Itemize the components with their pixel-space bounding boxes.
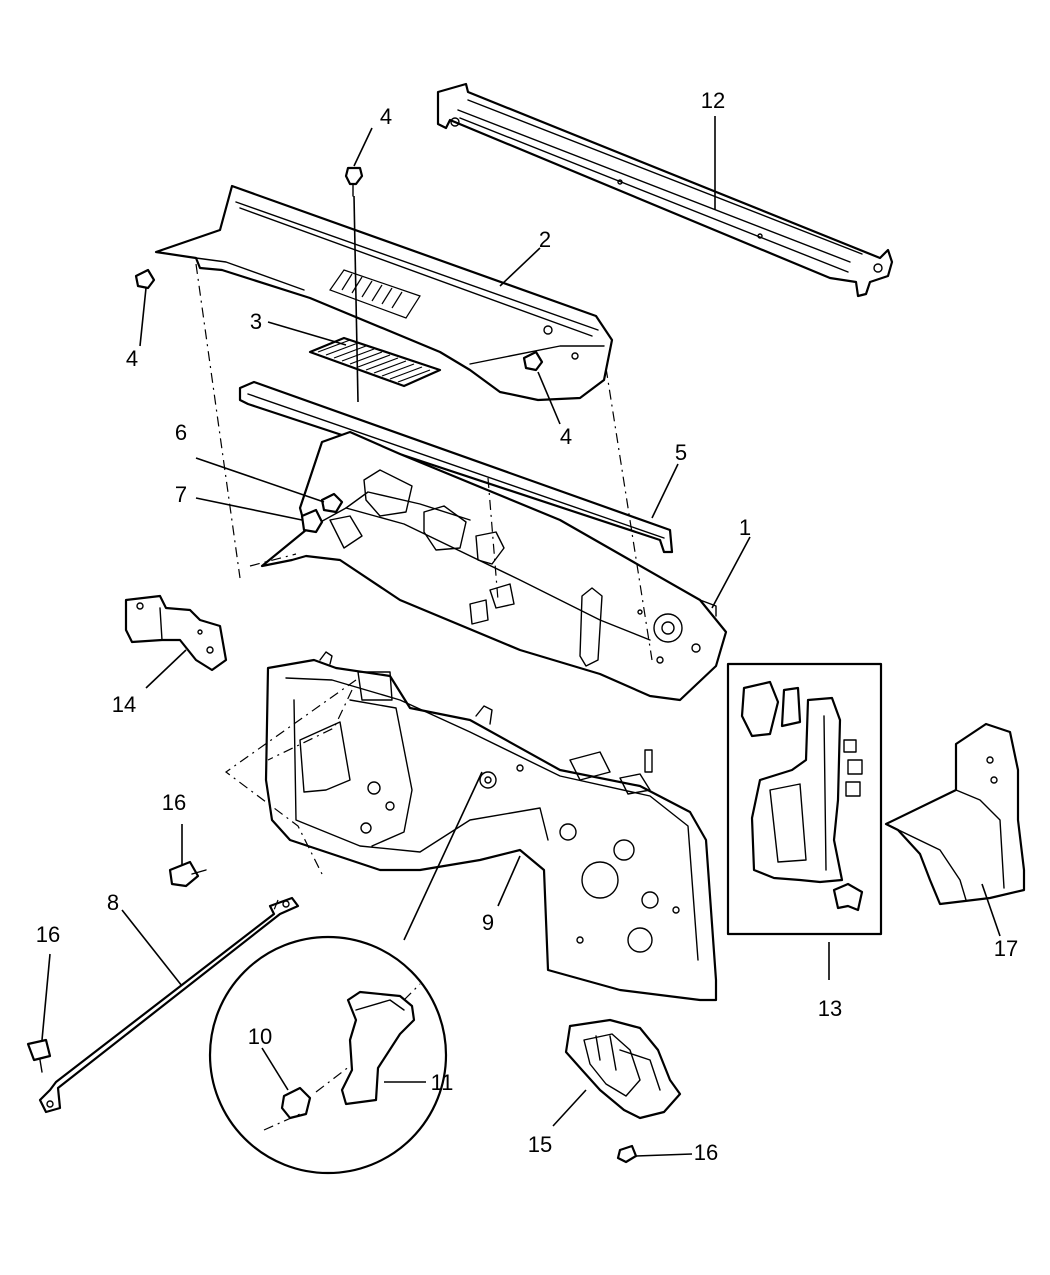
- callout-10: 10: [248, 1024, 272, 1049]
- callout-15: 15: [528, 1132, 552, 1157]
- part-10-nut: [280, 1086, 312, 1120]
- callout-12: 12: [701, 88, 725, 113]
- callout-labels: 1 2 3 4 4 4 5 6 7 8 9 10 11 12 13 14 15 …: [36, 88, 1018, 1165]
- callout-13: 13: [818, 996, 842, 1021]
- callout-14: 14: [112, 692, 136, 717]
- callout-4-right: 4: [560, 424, 572, 449]
- part-11-duct: [340, 990, 416, 1106]
- part-13-inset-box: [726, 662, 883, 936]
- part-3-grille-screen: [308, 336, 442, 388]
- alignment-lines: [195, 263, 653, 1131]
- callout-8: 8: [107, 890, 119, 915]
- part-16-bolt-upper: [168, 860, 207, 888]
- part-6-nut: [320, 492, 344, 514]
- callout-16-left: 16: [36, 922, 60, 947]
- callout-1: 1: [739, 515, 751, 540]
- callout-4-left: 4: [126, 346, 138, 371]
- callout-6: 6: [175, 420, 187, 445]
- callout-11: 11: [431, 1070, 454, 1095]
- callout-7: 7: [175, 482, 187, 507]
- part-5-seal-strip: [238, 380, 674, 554]
- part-4-push-pin-right: [522, 350, 544, 372]
- callout-5: 5: [675, 440, 687, 465]
- part-4-push-pin-top: [344, 166, 364, 197]
- part-14-bracket: [124, 594, 228, 672]
- part-12-crossmember: [436, 82, 894, 298]
- callout-16-lower: 16: [694, 1140, 718, 1165]
- leader-lines: [41, 116, 1001, 1157]
- callout-9: 9: [482, 910, 494, 935]
- part-17-panel: [884, 722, 1026, 906]
- callout-2: 2: [539, 227, 551, 252]
- part-16-bolt-lower: [616, 1144, 638, 1164]
- part-1-cowl-upper: [260, 430, 728, 702]
- part-8-support-rod: [38, 896, 300, 1114]
- part-15-bracket-assembly: [564, 1018, 682, 1120]
- callout-3: 3: [250, 309, 262, 334]
- cowl-grille-slots: [329, 269, 421, 319]
- part-7-nut: [300, 508, 324, 534]
- part-2-cowl-panel: [154, 184, 614, 402]
- detail-inset-circle: [208, 935, 448, 1175]
- callout-4-top: 4: [380, 104, 392, 129]
- part-16-bolt-left: [26, 1038, 52, 1073]
- callout-16-upper: 16: [162, 790, 186, 815]
- part-4-push-pin-left: [134, 268, 156, 290]
- callout-17: 17: [994, 936, 1018, 961]
- part-9-dash-panel: [264, 651, 718, 1002]
